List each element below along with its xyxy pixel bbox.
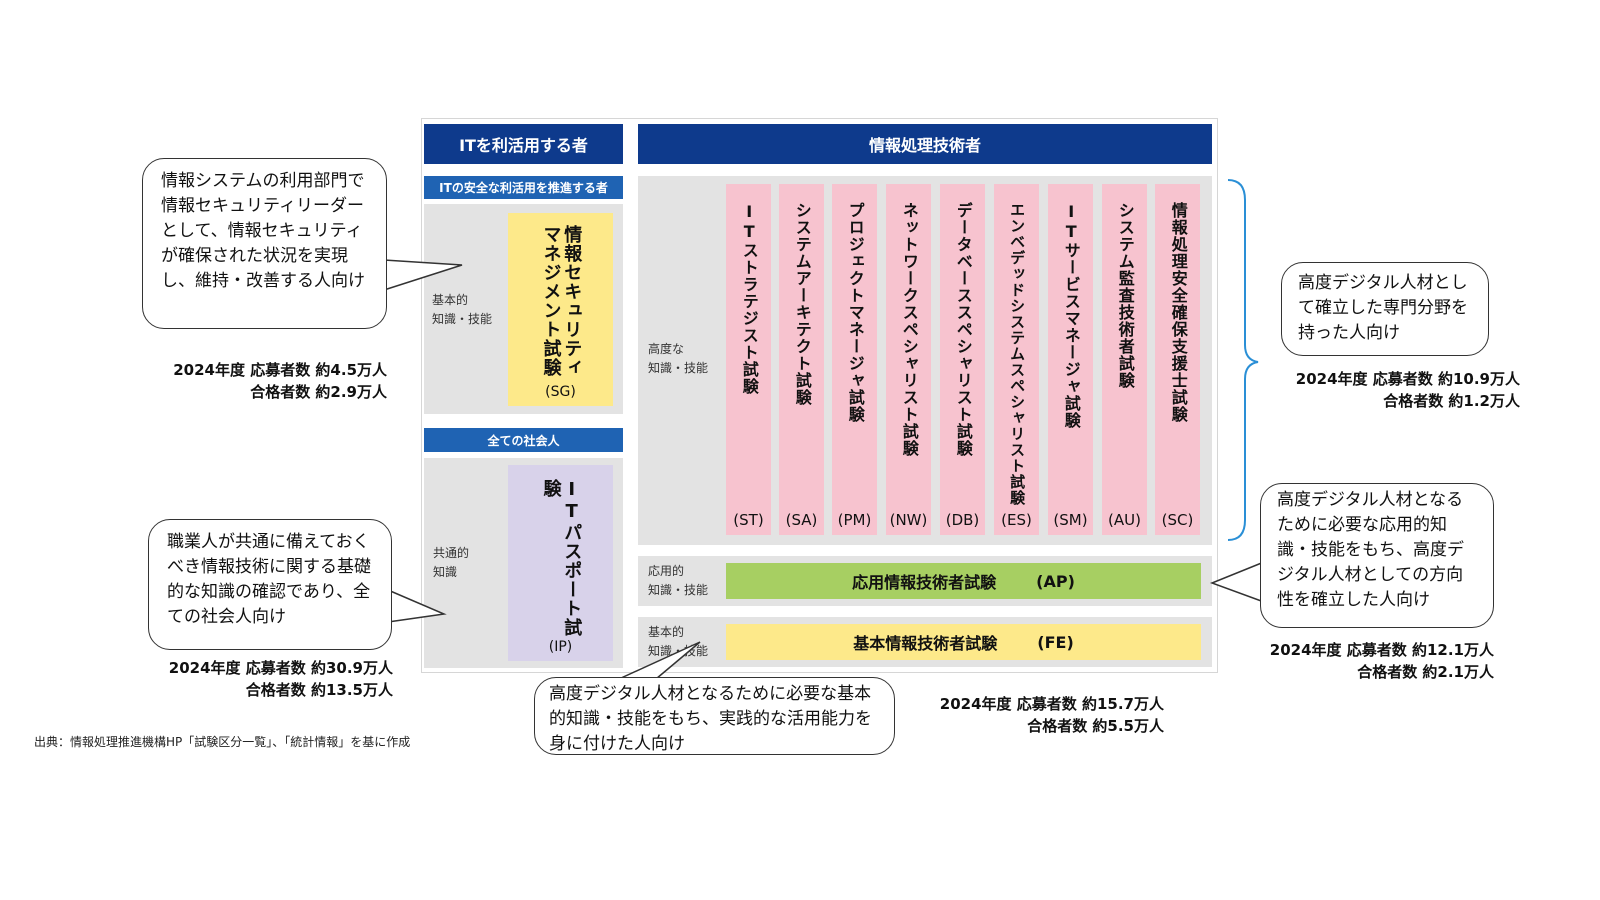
exam-sg-code: (SG): [545, 384, 576, 400]
exam-ap: 応用情報技術者試験 (AP): [726, 563, 1201, 599]
exam-fe: 基本情報技術者試験 (FE): [726, 624, 1201, 660]
exam-ip-name: ITパスポート試験: [540, 479, 583, 637]
bubble-ip: 職業人が共通に備えておくべき情報技術に関する基礎的な知識の確認であり、全ての社会…: [148, 519, 392, 650]
bar-secure-use: ITの安全な利活用を推進する者: [424, 176, 623, 199]
stat-advanced: 2024年度 応募者数 約10.9万人合格者数 約1.2万人: [1295, 370, 1520, 410]
source-note: 出典：情報処理推進機構HP「試験区分一覧」、「統計情報」を基に作成: [34, 735, 411, 749]
exam-sc: 情報処理安全確保支援士試験 (SC): [1155, 184, 1200, 535]
brace-advanced: [1227, 179, 1259, 541]
exam-sg: 情報セキュリティマネジメント試験 (SG): [508, 213, 613, 406]
exam-au: システム監査技術者試験 (AU): [1102, 184, 1147, 535]
exam-fe-name: 基本情報技術者試験: [853, 634, 998, 653]
exam-nw: ネットワークスペシャリスト試験 (NW): [886, 184, 931, 535]
level-label-basic-left: 基本的知識・技能: [432, 293, 493, 326]
bubble-ap: 高度デジタル人材となるために必要な応用的知識・技能をもち、高度デジタル人材として…: [1260, 483, 1494, 628]
stat-ap: 2024年度 応募者数 約12.1万人合格者数 約2.1万人: [1269, 641, 1494, 681]
pointer-ip: [387, 589, 447, 623]
exam-ip: ITパスポート試験 (IP): [508, 465, 613, 661]
exam-ap-name: 応用情報技術者試験: [852, 573, 997, 592]
exam-sa: システムアーキテクト試験 (SA): [779, 184, 824, 535]
exam-ap-code: (AP): [1036, 571, 1075, 591]
exam-st: ITストラテジスト試験 (ST): [726, 184, 771, 535]
pointer-ap: [1209, 561, 1265, 603]
bubble-advanced: 高度デジタル人材として確立した専門分野を持った人向け: [1281, 262, 1489, 356]
level-label-applied: 応用的知識・技能: [648, 564, 709, 597]
bubble-sg: 情報システムの利用部門で情報セキュリティリーダーとして、情報セキュリティが確保さ…: [142, 158, 387, 329]
header-it-users: ITを利活用する者: [424, 124, 623, 164]
exam-db: データベーススペシャリスト試験 (DB): [940, 184, 985, 535]
pointer-sg: [383, 259, 463, 291]
level-label-common: 共通的知識: [433, 546, 470, 579]
pointer-fe: [607, 641, 701, 685]
exam-ip-code: (IP): [548, 639, 573, 655]
bubble-fe: 高度デジタル人材となるために必要な基本的知識・技能をもち、実践的な活用能力を身に…: [534, 677, 895, 755]
exam-es: エンベデッドシステムスペシャリスト試験 (ES): [994, 184, 1039, 535]
stat-fe: 2024年度 応募者数 約15.7万人合格者数 約5.5万人: [939, 695, 1164, 735]
exam-sg-name: 情報セキュリティマネジメント試験: [540, 225, 583, 377]
header-it-engineers: 情報処理技術者: [638, 124, 1212, 164]
level-label-advanced: 高度な知識・技能: [648, 342, 709, 375]
exam-fe-code: (FE): [1037, 632, 1074, 652]
exam-sm: ITサービスマネージャ試験 (SM): [1048, 184, 1093, 535]
bar-all-society: 全ての社会人: [424, 428, 623, 452]
stat-ip: 2024年度 応募者数 約30.9万人合格者数 約13.5万人: [168, 659, 393, 699]
exam-pm: プロジェクトマネージャ試験 (PM): [832, 184, 877, 535]
stat-sg: 2024年度 応募者数 約4.5万人合格者数 約2.9万人: [173, 361, 387, 401]
